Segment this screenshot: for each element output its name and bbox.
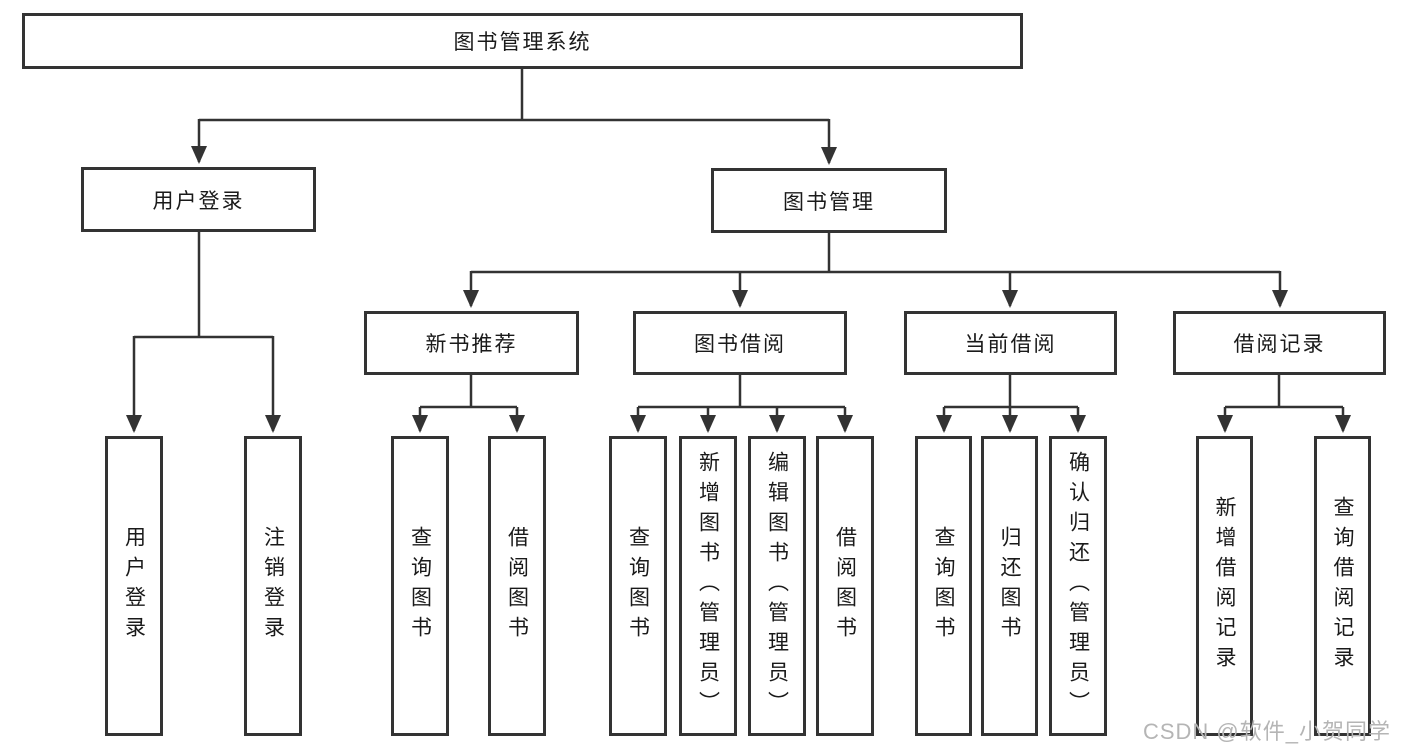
node-borrowing-records-label: 借阅记录 bbox=[1233, 333, 1326, 356]
leaf-query-books-current: 查询图书 bbox=[915, 436, 972, 736]
leaf-logout-label: 注销登录 bbox=[261, 526, 285, 646]
node-user-login-label: 用户登录 bbox=[152, 189, 245, 213]
leaf-edit-books-admin: 编辑图书（管理员） bbox=[748, 436, 806, 736]
leaf-query-books-newbooks: 查询图书 bbox=[391, 436, 449, 736]
leaf-logout: 注销登录 bbox=[244, 436, 302, 736]
leaf-return-books-label: 归还图书 bbox=[998, 526, 1021, 646]
leaf-query-books-borrow: 查询图书 bbox=[609, 436, 667, 736]
node-library-system-label: 图书管理系统 bbox=[453, 31, 592, 54]
node-book-management-label: 图书管理 bbox=[783, 190, 875, 214]
leaf-query-books-borrow-label: 查询图书 bbox=[626, 526, 650, 646]
leaf-add-borrow-record: 新增借阅记录 bbox=[1196, 436, 1253, 736]
leaf-query-borrow-record-label: 查询借阅记录 bbox=[1331, 496, 1354, 676]
leaf-add-books-admin-label: 新增图书（管理员） bbox=[696, 451, 720, 721]
leaf-query-books-newbooks-label: 查询图书 bbox=[408, 526, 432, 646]
leaf-borrow-books-borrow-label: 借阅图书 bbox=[833, 526, 857, 646]
leaf-confirm-return-admin-label: 确认归还（管理员） bbox=[1066, 451, 1090, 721]
leaf-edit-books-admin-label: 编辑图书（管理员） bbox=[765, 451, 789, 721]
node-borrowing-records: 借阅记录 bbox=[1173, 311, 1386, 375]
node-current-borrowing-label: 当前借阅 bbox=[964, 333, 1057, 356]
node-book-management: 图书管理 bbox=[711, 168, 947, 233]
node-current-borrowing: 当前借阅 bbox=[904, 311, 1117, 375]
node-new-book-recommend: 新书推荐 bbox=[364, 311, 579, 375]
leaf-user-login: 用户登录 bbox=[105, 436, 163, 736]
leaf-query-borrow-record: 查询借阅记录 bbox=[1314, 436, 1371, 736]
leaf-borrow-books-borrow: 借阅图书 bbox=[816, 436, 874, 736]
leaf-add-borrow-record-label: 新增借阅记录 bbox=[1213, 496, 1236, 676]
node-book-borrowing: 图书借阅 bbox=[633, 311, 847, 375]
leaf-confirm-return-admin: 确认归还（管理员） bbox=[1049, 436, 1107, 736]
node-new-book-recommend-label: 新书推荐 bbox=[425, 333, 518, 356]
leaf-return-books: 归还图书 bbox=[981, 436, 1038, 736]
csdn-watermark: CSDN @软件_小贺同学 bbox=[1142, 719, 1391, 744]
leaf-borrow-books-newbooks: 借阅图书 bbox=[488, 436, 546, 736]
leaf-borrow-books-newbooks-label: 借阅图书 bbox=[505, 526, 529, 646]
leaf-add-books-admin: 新增图书（管理员） bbox=[679, 436, 737, 736]
node-user-login: 用户登录 bbox=[81, 167, 316, 232]
node-library-system: 图书管理系统 bbox=[22, 13, 1023, 69]
node-book-borrowing-label: 图书借阅 bbox=[694, 333, 786, 356]
leaf-user-login-label: 用户登录 bbox=[122, 526, 146, 646]
leaf-query-books-current-label: 查询图书 bbox=[932, 526, 955, 646]
